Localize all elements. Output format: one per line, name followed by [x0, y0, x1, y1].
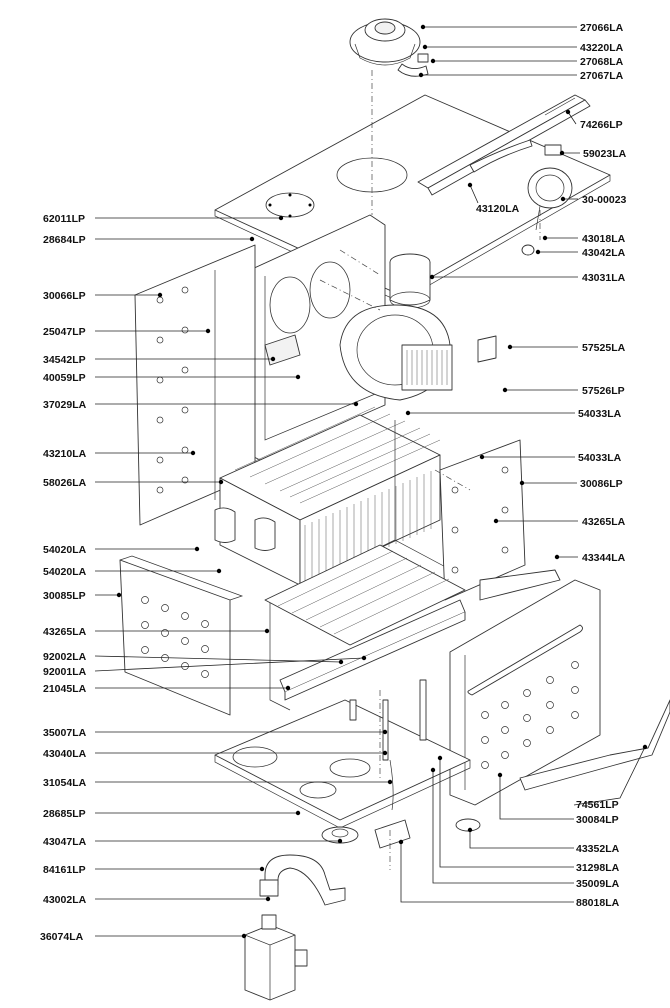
callouts-right: 27066LA 43220LA 27068LA 27067LA 74266LP … — [398, 22, 648, 909]
part-label: 30084LP — [576, 814, 619, 826]
part-label: 84161LP — [43, 864, 86, 876]
part-label: 36074LA — [40, 931, 84, 943]
part-label: 58026LA — [43, 477, 87, 489]
burner-assembly — [264, 544, 466, 701]
part-label: 43265LA — [43, 626, 87, 638]
part-label: 43002LA — [43, 894, 87, 906]
part-label: 43352LA — [576, 843, 620, 855]
part-label: 54020LA — [43, 566, 87, 578]
part-label: 92002LA — [43, 651, 87, 663]
left-lower-panel — [119, 555, 244, 716]
part-label: 43042LA — [582, 247, 626, 259]
part-label: 30086LP — [580, 478, 623, 490]
part-label: 25047LP — [43, 326, 86, 338]
part-label: 59023LA — [583, 148, 627, 160]
callouts-left: 62011LP 28684LP 30066LP 25047LP 34542LP … — [40, 213, 393, 943]
front-panel — [449, 569, 601, 806]
heat-exchanger — [214, 406, 441, 586]
part-label: 43018LA — [582, 233, 626, 245]
part-label: 43344LA — [582, 552, 626, 564]
part-label: 30-00023 — [582, 194, 627, 206]
part-label: 43210LA — [43, 448, 87, 460]
part-label: 43120LA — [476, 203, 520, 215]
right-side-panel — [439, 439, 526, 601]
electrodes — [349, 679, 427, 811]
part-label: 62011LP — [43, 213, 85, 225]
part-label: 40059LP — [43, 372, 86, 384]
part-label: 92001LA — [43, 666, 87, 678]
part-label: 27066LA — [580, 22, 624, 34]
left-side-panel — [134, 244, 256, 526]
part-label: 88018LA — [576, 897, 620, 909]
part-label: 43220LA — [580, 42, 624, 54]
fan-hood — [349, 18, 429, 77]
part-label: 21045LA — [43, 683, 87, 695]
part-label: 54033LA — [578, 408, 622, 420]
part-label: 74266LP — [580, 119, 623, 131]
part-label: 43040LA — [43, 748, 87, 760]
part-label: 43265LA — [582, 516, 626, 528]
part-label: 74561LP — [576, 799, 619, 811]
part-label: 30066LP — [43, 290, 86, 302]
part-label: 28685LP — [43, 808, 86, 820]
fan-assembly — [339, 253, 497, 401]
part-label: 57526LP — [582, 385, 625, 397]
pressure-switch — [469, 139, 573, 256]
part-label: 57525LA — [582, 342, 626, 354]
part-label: 35009LA — [576, 878, 620, 890]
part-label: 35007LA — [43, 727, 87, 739]
part-label: 37029LA — [43, 399, 87, 411]
base-tray — [214, 699, 471, 829]
part-label: 43031LA — [582, 272, 626, 284]
part-label: 31298LA — [576, 862, 620, 874]
part-label: 54033LA — [578, 452, 622, 464]
part-label: 34542LP — [43, 354, 86, 366]
lower-components — [259, 818, 481, 906]
part-label: 30085LP — [43, 590, 86, 602]
part-label: 27068LA — [580, 56, 624, 68]
part-label: 31054LA — [43, 777, 87, 789]
part-label: 43047LA — [43, 836, 87, 848]
gas-valve — [244, 914, 308, 1001]
part-label: 28684LP — [43, 234, 86, 246]
part-label: 54020LA — [43, 544, 87, 556]
part-label: 27067LA — [580, 70, 624, 82]
support-bracket — [519, 699, 670, 791]
